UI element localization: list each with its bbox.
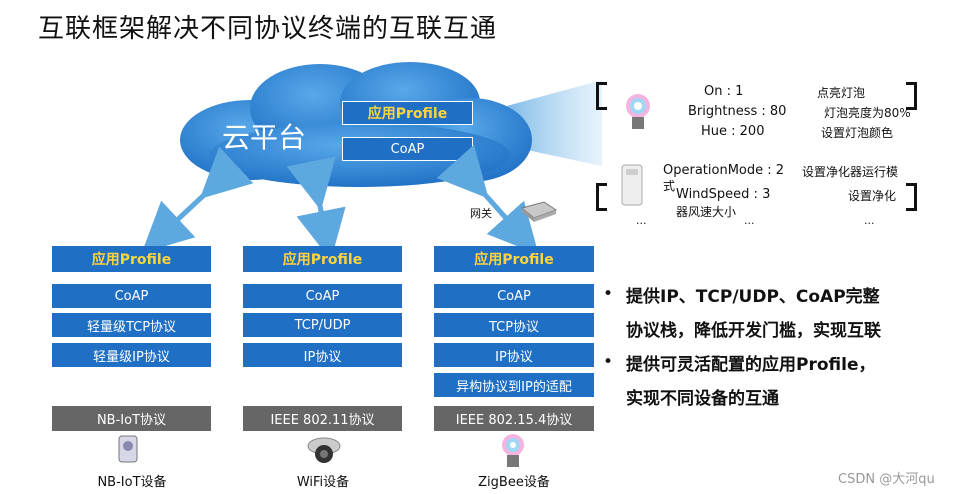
- bullet-1-line-2: 协议栈，降低开发门槛，实现互联: [626, 321, 881, 341]
- bulb-hue-value: Hue : 200: [701, 124, 765, 139]
- bullet-2-line-2: 实现不同设备的互通: [626, 389, 779, 409]
- air-purifier-icon: [621, 164, 643, 206]
- purifier-wind-value: WindSpeed : 3: [676, 187, 771, 202]
- bulb-on-value: On : 1: [704, 84, 744, 99]
- bracket-top-right: [906, 82, 917, 110]
- stack3-profile: 应用Profile: [434, 246, 594, 272]
- bulb-brightness-value: Brightness : 80: [688, 104, 787, 119]
- bracket-top-left: [596, 82, 607, 110]
- stack2-protocol: IEEE 802.11协议: [243, 406, 402, 431]
- nbiot-device-icon: [118, 435, 138, 463]
- purifier-mode-wrap: 式: [663, 179, 676, 193]
- purifier-mode-desc: 设置净化器运行模: [802, 165, 899, 179]
- page-title: 互联框架解决不同协议终端的互联互通: [38, 14, 498, 44]
- bullet-1-line-1: 提供IP、TCP/UDP、CoAP完整: [626, 287, 880, 307]
- stack3-device-label: ZigBee设备: [478, 475, 550, 490]
- bracket-bottom-right: [906, 183, 917, 211]
- ellipsis-3: ...: [864, 214, 875, 227]
- stack2-layer-1: CoAP: [243, 284, 402, 308]
- stack3-protocol: IEEE 802.15.4协议: [434, 406, 594, 431]
- camera-icon: [307, 437, 341, 463]
- stack1-profile: 应用Profile: [52, 246, 211, 272]
- bullet-dot-2: •: [603, 352, 614, 372]
- bullet-2-line-1: 提供可灵活配置的应用Profile，: [626, 355, 876, 375]
- bulb-on-desc: 点亮灯泡: [817, 86, 866, 100]
- purifier-wind-desc: 设置净化: [848, 189, 897, 203]
- purifier-wind-wrap: 器风速大小: [676, 205, 737, 219]
- stack2-layer-2: TCP/UDP: [243, 313, 402, 337]
- lightbulb-icon: [502, 434, 524, 467]
- stack3-layer-1: CoAP: [434, 284, 594, 308]
- stack3-layer-3: IP协议: [434, 343, 594, 367]
- bullet-dot-1: •: [603, 284, 614, 304]
- bulb-hue-desc: 设置灯泡颜色: [821, 126, 894, 140]
- stack1-protocol: NB-IoT协议: [52, 406, 211, 431]
- stack2-profile: 应用Profile: [243, 246, 402, 272]
- stack3-layer-2: TCP协议: [434, 313, 594, 337]
- ellipsis-2: ...: [744, 214, 755, 227]
- stack1-device-label: NB-IoT设备: [97, 475, 167, 490]
- watermark: CSDN @大河qu: [838, 472, 935, 487]
- stack1-layer-2: 轻量级TCP协议: [52, 313, 211, 337]
- cloud-profile-box: 应用Profile: [342, 101, 473, 125]
- gateway-icon: [520, 201, 558, 222]
- stack1-layer-1: CoAP: [52, 284, 211, 308]
- bracket-bottom-left: [596, 183, 607, 211]
- stack1-layer-3: 轻量级IP协议: [52, 343, 211, 367]
- lightbulb-icon: [626, 94, 650, 129]
- stack3-layer-4: 异构协议到IP的适配: [434, 373, 594, 397]
- purifier-mode-value: OperationMode : 2: [663, 163, 785, 178]
- ellipsis-1: ...: [636, 214, 647, 227]
- gateway-label: 网关: [470, 207, 492, 220]
- stack2-layer-3: IP协议: [243, 343, 402, 367]
- bulb-brightness-desc: 灯泡亮度为80%: [824, 106, 911, 120]
- stack2-device-label: WiFi设备: [296, 475, 350, 490]
